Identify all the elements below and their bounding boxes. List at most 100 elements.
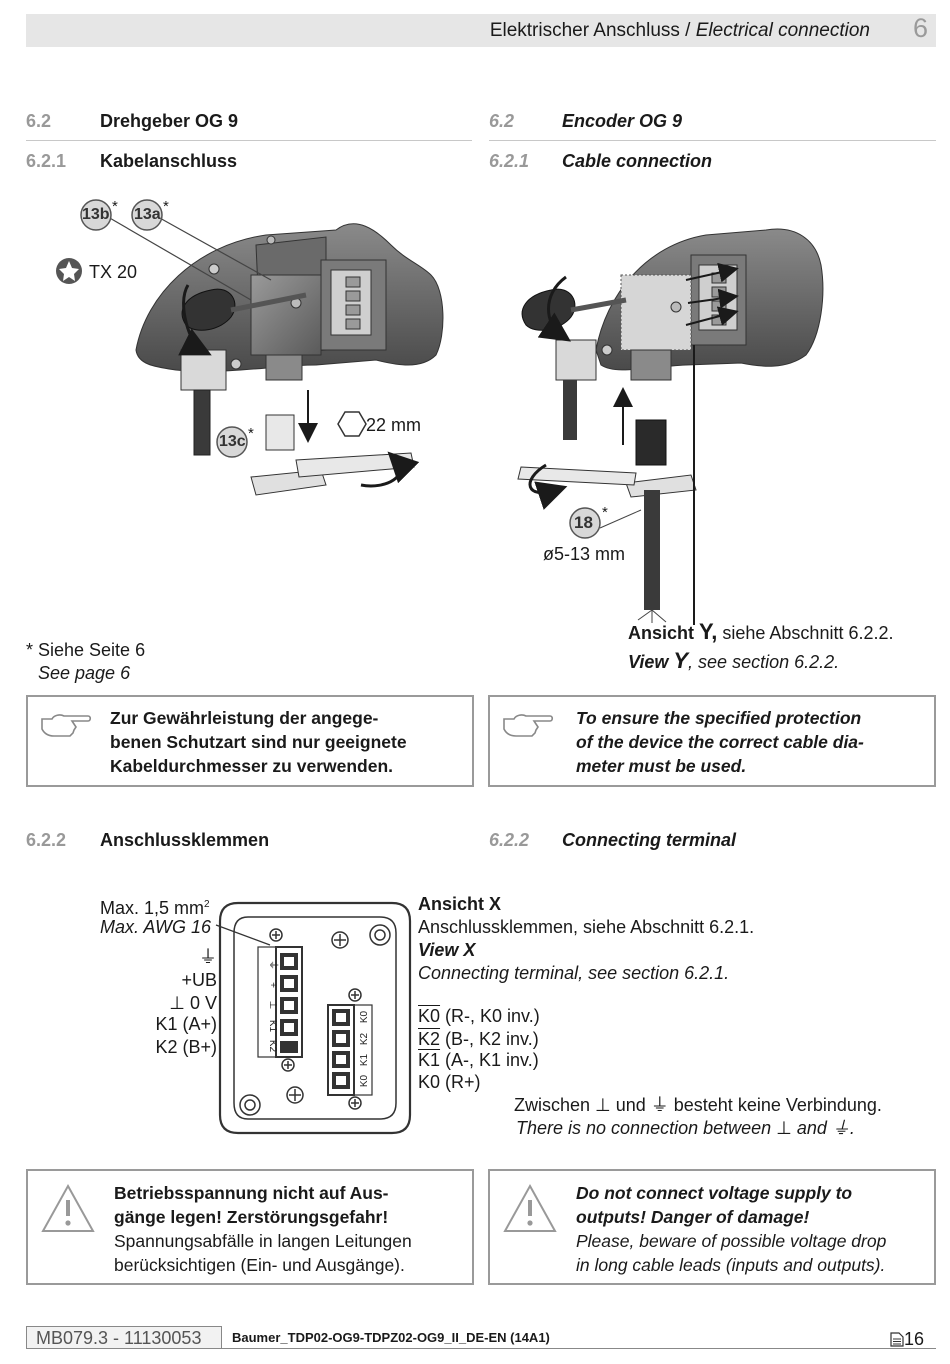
page-header-title: Elektrischer Anschluss / Electrical conn… bbox=[489, 20, 870, 41]
leader-line bbox=[157, 216, 272, 281]
info-box-en: To ensure the specified protection of th… bbox=[488, 695, 936, 787]
pin-text: ⏚ bbox=[267, 960, 279, 970]
pin-text: K0 bbox=[359, 1074, 370, 1087]
screwdriver-icon bbox=[521, 275, 627, 342]
hex-nut-icon bbox=[337, 411, 367, 437]
callout-label-13a: 13a bbox=[134, 206, 161, 223]
cable-connection-figure bbox=[56, 199, 824, 625]
divider bbox=[489, 140, 936, 141]
pin-label-0v: ⊥ 0 V bbox=[169, 993, 217, 1013]
screw-holes bbox=[239, 924, 391, 1116]
page-header-bar bbox=[26, 14, 936, 47]
pin-text: K1 bbox=[359, 1053, 370, 1066]
pin-text: K2 bbox=[267, 1040, 278, 1053]
warning-line: Betriebsspannung nicht auf Aus- bbox=[114, 1183, 389, 1203]
callout-13c bbox=[216, 426, 248, 458]
subsection-title-de: Kabelanschluss bbox=[100, 151, 238, 171]
pin-text: + bbox=[267, 982, 278, 988]
callout-label-13c: 13c bbox=[219, 433, 246, 450]
pin-text: ⊥ bbox=[267, 1001, 278, 1010]
encoder-housing-right bbox=[555, 228, 824, 440]
section-number: 6.2 bbox=[26, 111, 52, 131]
subsection-title-de: Anschlussklemmen bbox=[100, 830, 270, 850]
signal-k2-inv: K2 (B-, K2 inv.) bbox=[418, 1029, 539, 1049]
terminal-block-left bbox=[257, 946, 303, 1058]
cable-gland-right bbox=[517, 419, 697, 623]
section-number: 6.2 bbox=[489, 111, 515, 131]
signal-k1-inv: K1 (A-, K1 inv.) bbox=[418, 1050, 539, 1070]
subsection-number: 6.2.1 bbox=[26, 151, 67, 171]
signal-k0: K0 (R+) bbox=[418, 1072, 481, 1092]
info-line: Zur Gewährleistung der angege- bbox=[110, 708, 379, 728]
warning-line: Do not connect voltage supply to bbox=[576, 1183, 853, 1203]
info-line: meter must be used. bbox=[576, 756, 747, 776]
pin-text: K2 bbox=[359, 1032, 370, 1045]
view-x-de: Anschlussklemmen, siehe Abschnitt 6.2.1. bbox=[418, 917, 755, 937]
rotate-arrow bbox=[528, 463, 568, 510]
asterisk: * bbox=[602, 504, 608, 521]
max-awg: Max. AWG 16 bbox=[100, 917, 212, 937]
document-filename: Baumer_TDP02-OG9-TDPZ02-OG9_II_DE-EN (14… bbox=[232, 1330, 550, 1345]
callout-13b bbox=[80, 199, 112, 231]
cable-gland-left bbox=[250, 414, 415, 496]
section-title-de: Drehgeber OG 9 bbox=[100, 111, 239, 131]
view-x-en: Connecting terminal, see section 6.2.1. bbox=[418, 963, 730, 983]
callout-18 bbox=[569, 507, 642, 539]
no-connection-en: There is no connection between ⊥ and ⏚. bbox=[516, 1118, 855, 1138]
footnote-de: * Siehe Seite 6 bbox=[26, 640, 146, 660]
view-x-en-title: View X bbox=[418, 940, 476, 960]
callout-label-13b: 13b bbox=[82, 206, 110, 223]
warning-line: Spannungsabfälle in langen Leitungen bbox=[114, 1231, 412, 1251]
pointing-hand-icon bbox=[503, 714, 554, 737]
view-y-en: View Y, see section 6.2.2. bbox=[628, 648, 840, 673]
pin-label-ub: +UB bbox=[181, 970, 217, 990]
asterisk: * bbox=[112, 198, 118, 215]
terminal-block-right bbox=[327, 1004, 373, 1096]
warning-box-de: Betriebsspannung nicht auf Aus- gänge le… bbox=[26, 1169, 474, 1285]
info-line: To ensure the specified protection bbox=[576, 708, 862, 728]
page-icon bbox=[890, 1332, 904, 1347]
pin-label-k2: K2 (B+) bbox=[155, 1037, 217, 1057]
subsection-number: 6.2.2 bbox=[489, 830, 530, 850]
warning-triangle-icon bbox=[503, 1183, 557, 1232]
diameter-label: ø5-13 mm bbox=[543, 544, 626, 564]
subsection-number: 6.2.1 bbox=[489, 151, 530, 171]
warning-line: in long cable leads (inputs and outputs)… bbox=[576, 1255, 886, 1275]
warning-line: berücksichtigen (Ein- und Ausgänge). bbox=[114, 1255, 405, 1275]
subsection-title-en: Cable connection bbox=[562, 151, 713, 171]
info-line: Kabeldurchmesser zu verwenden. bbox=[110, 756, 394, 776]
asterisk: * bbox=[248, 425, 254, 442]
terminal-block-diagram: ⏚ + ⊥ K1 K2 K0 K2 K1 K0 bbox=[215, 901, 412, 1135]
view-x-title: Ansicht X bbox=[418, 894, 502, 914]
document-code: MB079.3 - 11130053 bbox=[36, 1328, 202, 1348]
signal-k0-inv: K0 (R-, K0 inv.) bbox=[418, 1006, 540, 1026]
warning-line: outputs! Danger of damage! bbox=[576, 1207, 810, 1227]
screwdriver-icon bbox=[178, 284, 307, 356]
callout-label-18: 18 bbox=[574, 513, 593, 532]
chapter-number: 6 bbox=[912, 13, 928, 43]
pin-label-k1: K1 (A+) bbox=[155, 1014, 217, 1034]
no-connection-de: Zwischen ⊥ und ⏚ besteht keine Verbindun… bbox=[514, 1095, 882, 1115]
info-box-de: Zur Gewährleistung der angege- benen Sch… bbox=[26, 695, 474, 787]
asterisk: * bbox=[163, 198, 169, 215]
footnote-en: See page 6 bbox=[38, 663, 131, 683]
subsection-number: 6.2.2 bbox=[26, 830, 67, 850]
torx-icon bbox=[56, 258, 82, 284]
info-line: benen Schutzart sind nur geeignete bbox=[110, 732, 407, 752]
pin-label-earth: ⏚ bbox=[199, 947, 217, 967]
subsection-title-en: Connecting terminal bbox=[562, 830, 737, 850]
rotate-arrow bbox=[360, 451, 420, 488]
pointing-hand-icon bbox=[41, 714, 92, 737]
footer-rule bbox=[222, 1348, 936, 1349]
section-title-en: Encoder OG 9 bbox=[562, 111, 683, 131]
leader-line bbox=[107, 216, 252, 301]
warning-triangle-icon bbox=[41, 1183, 95, 1232]
divider bbox=[26, 140, 472, 141]
callout-13a bbox=[131, 199, 163, 231]
document-code-box bbox=[26, 1326, 222, 1349]
wrench-size-label: 22 mm bbox=[366, 415, 422, 435]
view-y-de: Ansicht Y, siehe Abschnitt 6.2.2. bbox=[628, 619, 894, 644]
warning-line: Please, beware of possible voltage drop bbox=[576, 1231, 887, 1251]
torx-size-label: TX 20 bbox=[89, 262, 138, 282]
info-line: of the device the correct cable dia- bbox=[576, 732, 864, 752]
